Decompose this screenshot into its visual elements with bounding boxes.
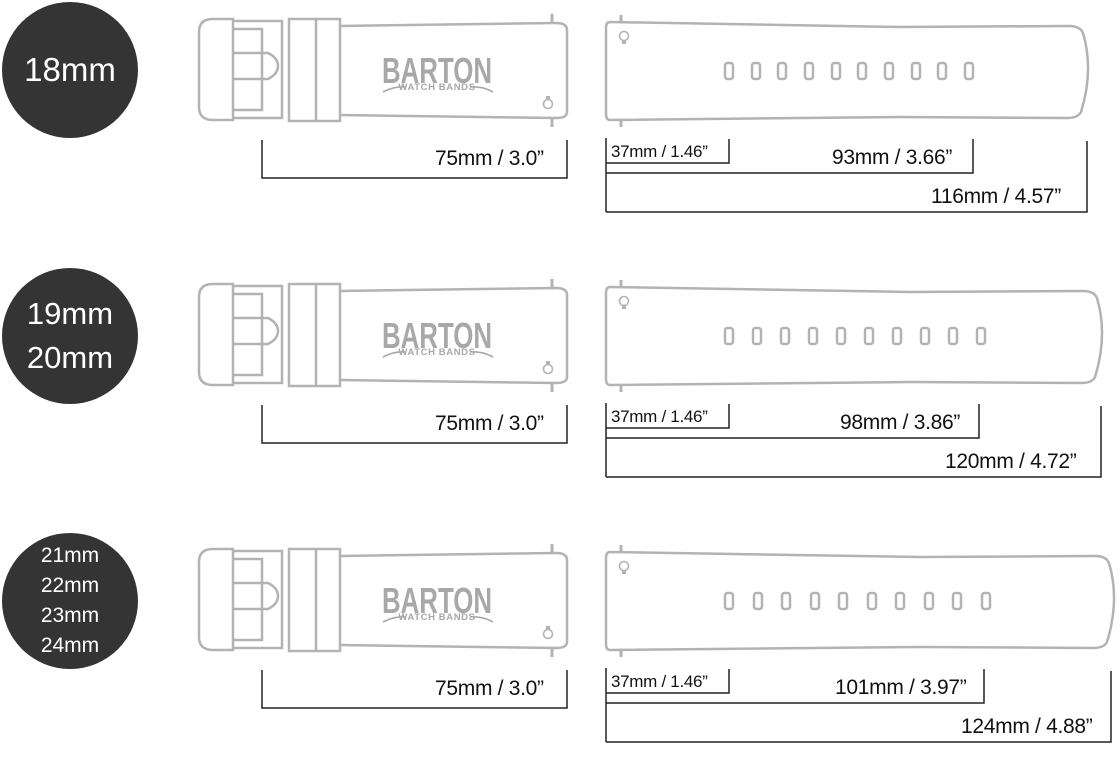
last-hole-label: 93mm / 3.66”: [832, 146, 953, 169]
svg-text:BARTON: BARTON: [382, 50, 492, 91]
buckle-strap: [197, 544, 569, 657]
last-hole-label: 98mm / 3.86”: [840, 411, 961, 434]
dimension-lines: [261, 668, 1112, 743]
strap-drawing: BARTON WATCH BANDS: [197, 544, 1116, 743]
size-label: 21mm: [40, 544, 100, 567]
size-label: 22mm: [40, 574, 100, 597]
buckle-strap: [197, 14, 569, 127]
dimension-lines: [261, 403, 1102, 478]
adjustment-holes: [723, 326, 987, 346]
size-badge: 19mm 20mm: [2, 268, 138, 404]
buckle-length-label: 75mm / 3.0”: [435, 412, 544, 435]
hole-strap: [604, 280, 1104, 392]
total-length-label: 120mm / 4.72”: [945, 450, 1077, 473]
barton-logo: BARTON WATCH BANDS: [382, 580, 494, 623]
svg-text:WATCH BANDS: WATCH BANDS: [398, 347, 475, 358]
adjustment-holes: [723, 61, 975, 81]
buckle-length-label: 75mm / 3.0”: [435, 677, 544, 700]
total-length-label: 116mm / 4.57”: [931, 185, 1061, 208]
size-label: 23mm: [40, 604, 100, 627]
svg-text:BARTON: BARTON: [382, 580, 492, 621]
last-hole-label: 101mm / 3.97”: [835, 676, 967, 699]
first-hole-label: 37mm / 1.46”: [611, 672, 708, 691]
size-label: 24mm: [40, 634, 100, 657]
size-label: 20mm: [26, 340, 114, 375]
hole-strap: [604, 15, 1090, 127]
size-badge: 21mm 22mm 23mm 24mm: [2, 533, 138, 669]
strap-drawing: BARTON WATCH BANDS: [197, 14, 1090, 213]
size-badge: 18mm: [2, 2, 138, 138]
first-hole-label: 37mm / 1.46”: [611, 407, 708, 426]
barton-logo: BARTON WATCH BANDS: [382, 315, 494, 358]
size-label: 18mm: [24, 51, 116, 88]
size-label: 19mm: [26, 296, 114, 331]
barton-logo: BARTON WATCH BANDS: [382, 50, 494, 93]
size-row-21-24mm: 21mm 22mm 23mm 24mm BARTON WATCH BANDS: [0, 530, 1120, 770]
svg-text:WATCH BANDS: WATCH BANDS: [398, 82, 475, 93]
adjustment-holes: [723, 591, 992, 611]
size-row-18mm: 18mm BARTON WATCH BANDS: [0, 0, 1120, 240]
svg-text:BARTON: BARTON: [382, 315, 492, 356]
buckle-length-label: 75mm / 3.0”: [435, 147, 544, 170]
strap-drawing: BARTON WATCH BANDS: [197, 279, 1104, 478]
svg-text:WATCH BANDS: WATCH BANDS: [398, 612, 475, 623]
size-row-19-20mm: 19mm 20mm BARTON WATCH BANDS: [0, 265, 1120, 505]
first-hole-label: 37mm / 1.46”: [611, 142, 708, 161]
buckle-strap: [197, 279, 569, 392]
hole-strap: [604, 545, 1116, 657]
total-length-label: 124mm / 4.88”: [961, 715, 1093, 738]
dimension-lines: [261, 138, 1088, 213]
